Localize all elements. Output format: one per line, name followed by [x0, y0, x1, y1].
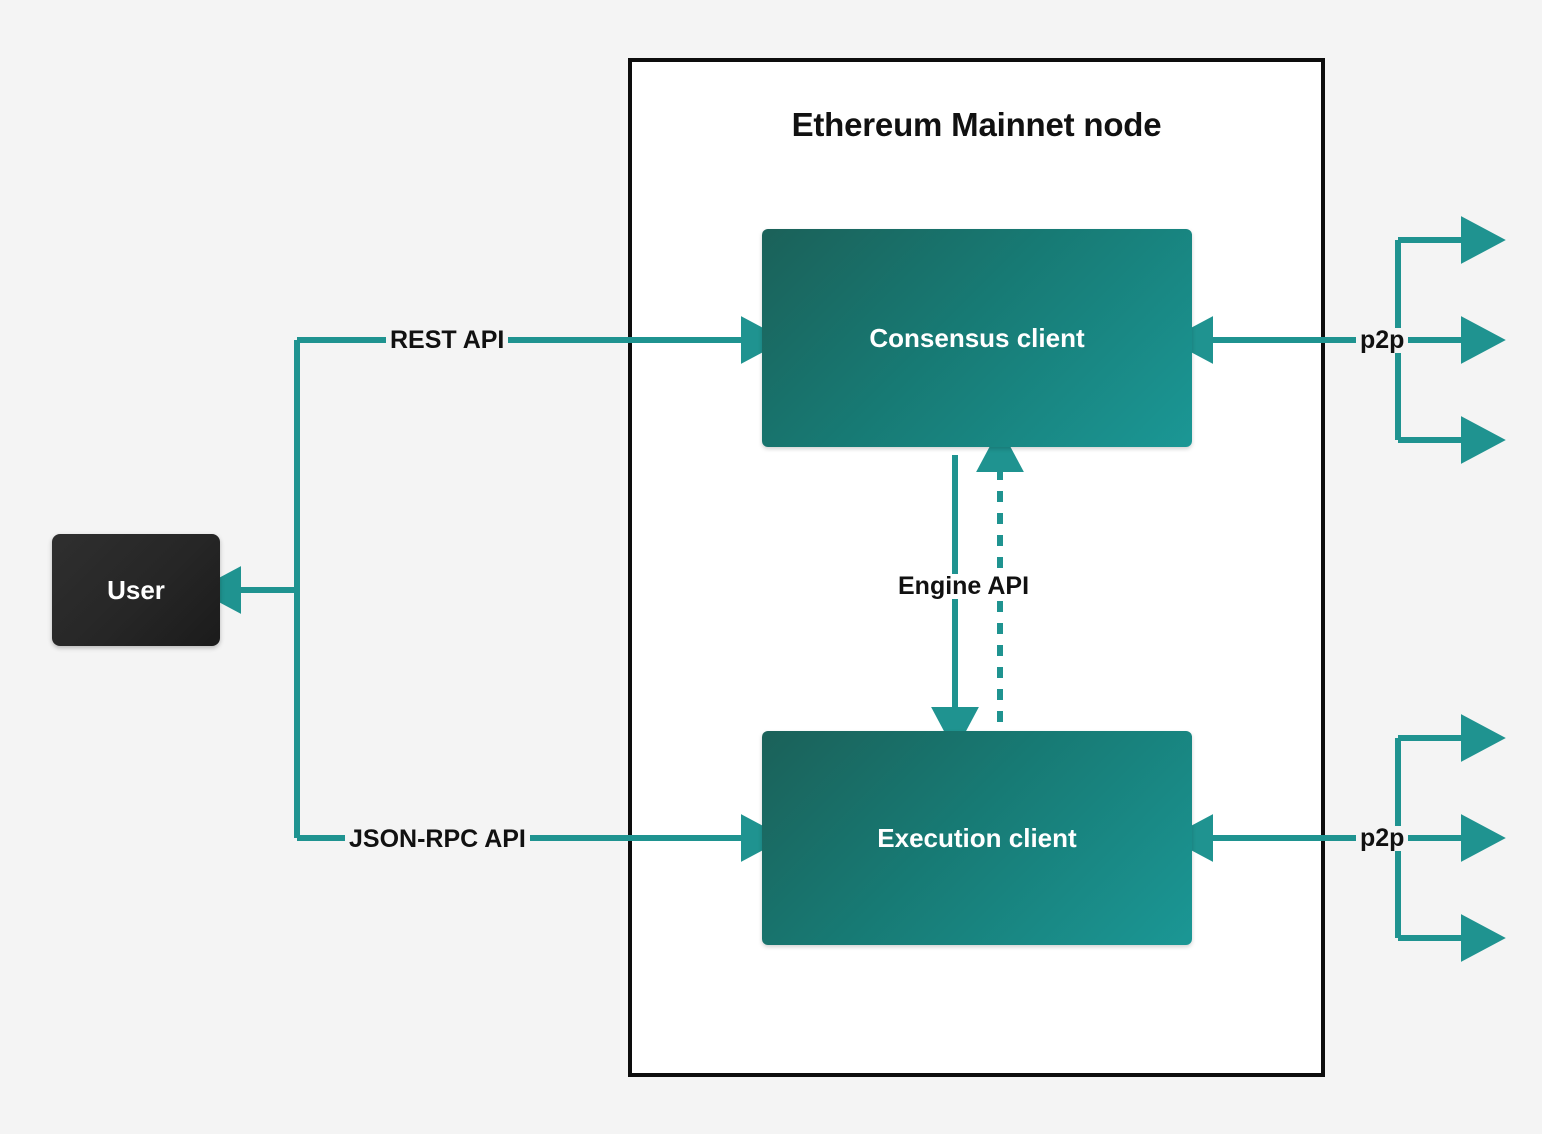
- engine-api-label: Engine API: [894, 574, 1034, 599]
- user-label: User: [107, 574, 165, 605]
- p2p-execution-label: p2p: [1356, 826, 1409, 851]
- rest-api-label: REST API: [386, 328, 509, 353]
- execution-client-box[interactable]: Execution client: [762, 731, 1192, 945]
- page-title: Ethereum Mainnet node: [791, 106, 1162, 143]
- execution-client-label: Execution client: [877, 822, 1077, 853]
- user-box[interactable]: User: [52, 534, 220, 646]
- p2p-consensus-label: p2p: [1356, 328, 1409, 353]
- json-rpc-api-label: JSON-RPC API: [345, 827, 530, 852]
- consensus-client-box[interactable]: Consensus client: [762, 229, 1192, 447]
- consensus-client-label: Consensus client: [869, 322, 1085, 353]
